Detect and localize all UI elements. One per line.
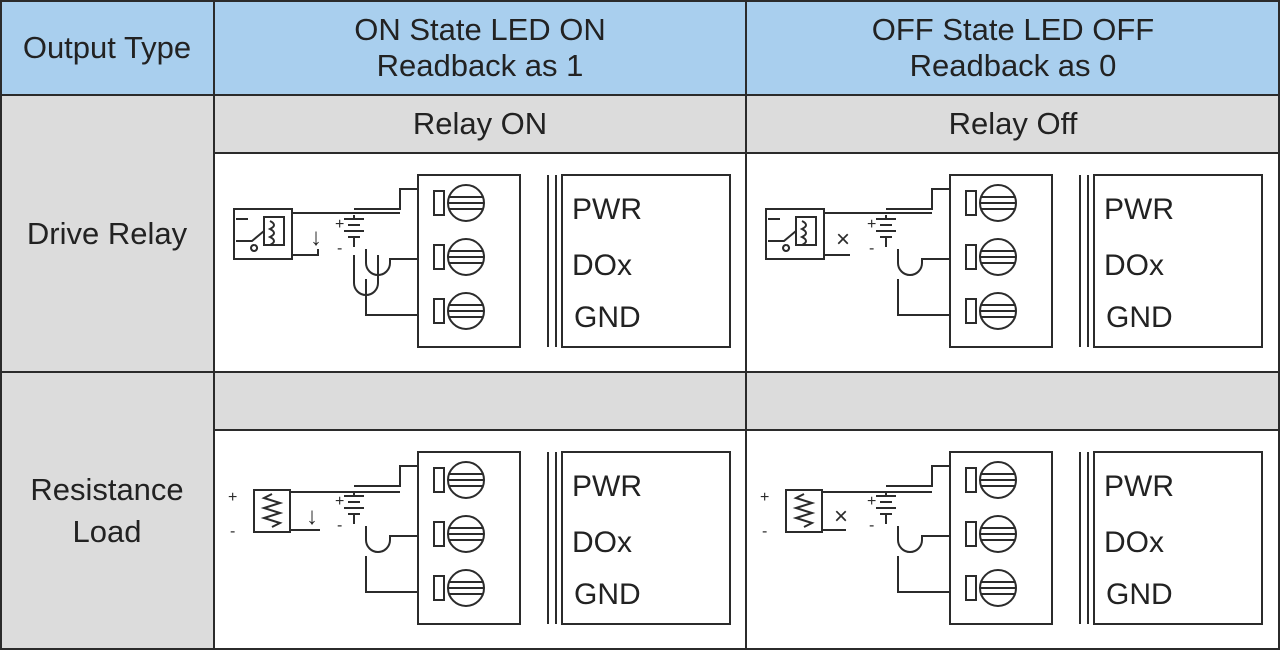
terminal-dox-label: DOx <box>1104 249 1164 282</box>
terminal-dox-label: DOx <box>572 526 632 559</box>
grid-outer-bottom <box>0 648 1280 650</box>
relay-coil-icon <box>765 208 825 260</box>
header-output-type: Output Type <box>0 0 214 95</box>
diagram-relay-on: ↓ + - PWR DOx GND <box>214 153 746 372</box>
grid-outer-right <box>1278 0 1280 650</box>
header-on-state: ON State LED ON Readback as 1 <box>214 0 746 95</box>
row-label-drive-relay-text: Drive Relay <box>26 215 188 251</box>
caption-resistance-off <box>746 372 1280 430</box>
load-minus-sign: - <box>230 523 235 540</box>
resistor-icon <box>785 489 823 533</box>
load-plus-sign: + <box>760 489 769 506</box>
header-on-state-line1: ON State LED ON <box>354 11 606 47</box>
battery-minus-sign: - <box>869 517 874 534</box>
row-label-drive-relay: Drive Relay <box>0 95 214 372</box>
header-off-state-line2: Readback as 0 <box>909 47 1117 83</box>
grid-vertical-2 <box>745 0 747 650</box>
grid-header-bottom <box>0 94 1280 96</box>
terminal-dox-label: DOx <box>572 249 632 282</box>
header-on-state-line2: Readback as 1 <box>376 47 584 83</box>
terminal-gnd-label: GND <box>1106 301 1173 334</box>
load-plus-sign: + <box>228 489 237 506</box>
terminal-pwr-label: PWR <box>572 193 642 226</box>
relay-off-wiring-diagram: × + - PWR DOx GND <box>765 174 1263 348</box>
current-arrow-icon: ↓ <box>310 224 322 251</box>
caption-relay-on: Relay ON <box>214 95 746 153</box>
battery-plus-sign: + <box>867 216 876 233</box>
diagram-resistance-off: + - × + - PWR DOx GND <box>746 430 1280 650</box>
grid-caption-divider-1 <box>213 152 1280 154</box>
caption-relay-on-text: Relay ON <box>412 106 548 141</box>
resistor-icon <box>253 489 291 533</box>
header-off-state-line1: OFF State LED OFF <box>871 11 1155 47</box>
no-current-icon: × <box>834 503 848 530</box>
terminal-pwr-label: PWR <box>572 470 642 503</box>
terminal-pwr-label: PWR <box>1104 470 1174 503</box>
grid-outer-left <box>0 0 2 650</box>
caption-relay-off-text: Relay Off <box>948 106 1078 141</box>
diagram-relay-off: × + - PWR DOx GND <box>746 153 1280 372</box>
resistance-on-wiring-diagram: + - ↓ + - PWR DOx GND <box>228 451 731 625</box>
load-minus-sign: - <box>762 523 767 540</box>
caption-resistance-on <box>214 372 746 430</box>
no-current-icon: × <box>836 226 850 253</box>
header-off-state: OFF State LED OFF Readback as 0 <box>746 0 1280 95</box>
current-arrow-icon: ↓ <box>306 503 318 530</box>
battery-minus-sign: - <box>337 240 342 257</box>
grid-caption-divider-2 <box>213 429 1280 431</box>
relay-coil-icon <box>233 208 293 260</box>
grid-row-divider <box>0 371 1280 373</box>
relay-on-wiring-diagram: ↓ + - PWR DOx GND <box>233 174 731 348</box>
resistance-off-wiring-diagram: + - × + - PWR DOx GND <box>760 451 1263 625</box>
terminal-gnd-label: GND <box>574 578 641 611</box>
battery-minus-sign: - <box>869 240 874 257</box>
terminal-gnd-label: GND <box>574 301 641 334</box>
row-label-resistance-load: Resistance Load <box>0 372 214 650</box>
terminal-pwr-label: PWR <box>1104 193 1174 226</box>
terminal-dox-label: DOx <box>1104 526 1164 559</box>
header-output-type-label: Output Type <box>22 29 192 65</box>
row-label-resistance-line1: Resistance <box>30 472 184 507</box>
battery-minus-sign: - <box>337 517 342 534</box>
terminal-gnd-label: GND <box>1106 578 1173 611</box>
battery-plus-sign: + <box>867 493 876 510</box>
battery-plus-sign: + <box>335 216 344 233</box>
battery-plus-sign: + <box>335 493 344 510</box>
grid-outer-top <box>0 0 1280 2</box>
grid-vertical-1 <box>213 0 215 650</box>
caption-relay-off: Relay Off <box>746 95 1280 153</box>
row-label-resistance-line2: Load <box>72 514 142 549</box>
diagram-resistance-on: + - ↓ + - PWR DOx GND <box>214 430 746 650</box>
